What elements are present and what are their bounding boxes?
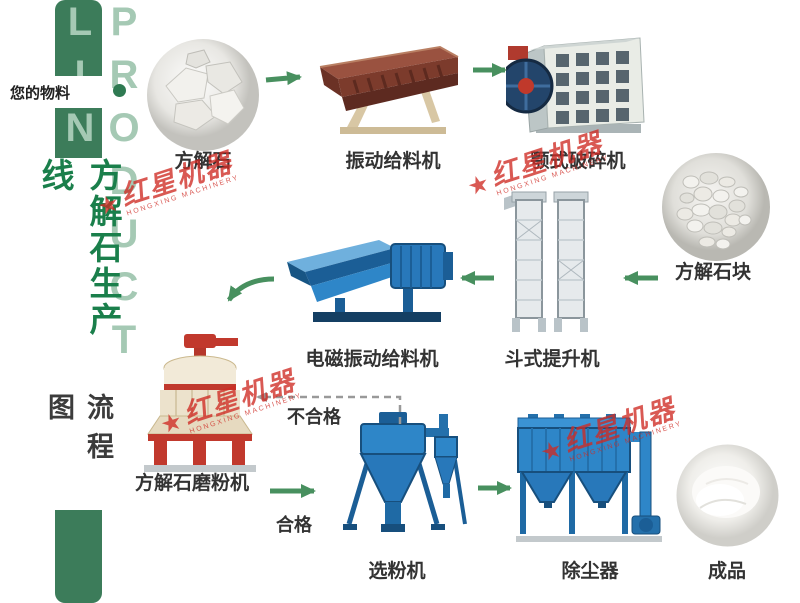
calcite-photo	[146, 38, 261, 158]
calcite-mill-label: 方解石磨粉机	[134, 473, 249, 494]
vibrating-feeder-image	[319, 45, 459, 134]
star-icon: ★	[464, 169, 493, 202]
page-subtitle: 流程图	[44, 393, 113, 472]
calcite-lumps-photo	[661, 152, 771, 267]
crusher-motor	[508, 46, 528, 60]
vibrating-feeder-machine	[312, 33, 470, 142]
bucket-elevator-image	[504, 191, 589, 332]
jaw-crusher-machine	[498, 24, 651, 147]
page-title: 方解石生产线	[37, 158, 122, 338]
finished-product-label: 成品	[707, 561, 746, 582]
arrow-calcite-to-feeder	[265, 71, 302, 86]
calcite-rocks-image	[147, 39, 259, 151]
calcite-mill-machine	[138, 332, 263, 479]
dust-collector-label: 除尘器	[561, 561, 619, 582]
calcite-lumps-image	[662, 153, 770, 261]
jaw-crusher-label: 颚式破碎机	[530, 151, 626, 172]
em-vibrating-feeder-image	[287, 240, 453, 322]
finished-product-photo	[676, 444, 779, 552]
material-dot-icon	[113, 84, 126, 97]
material-label: 您的物料	[10, 84, 71, 102]
calcite-lumps-label: 方解石块	[674, 262, 751, 283]
em-vibrating-feeder-label: 电磁振动给料机	[305, 349, 439, 370]
vibrating-feeder-label: 振动给料机	[345, 151, 441, 172]
material-band: 您的物料	[0, 76, 112, 108]
powder-separator-label: 选粉机	[368, 561, 426, 582]
side-titles: 方解石生产线 流程图	[37, 158, 122, 510]
unqualified-label: 不合格	[287, 407, 341, 427]
em-vibrating-feeder-machine	[283, 228, 463, 339]
powder-separator-image	[343, 412, 467, 532]
finished-product-image	[676, 444, 779, 547]
bucket-elevator-machine	[500, 190, 600, 343]
powder-separator-machine	[335, 412, 475, 554]
dust-collector-image	[516, 414, 662, 542]
flywheel-icon	[498, 58, 554, 114]
calcite-label: 方解石	[174, 151, 232, 172]
calcite-mill-image	[144, 334, 256, 472]
qualified-label: 合格	[276, 515, 312, 535]
bucket-elevator-label: 斗式提升机	[504, 349, 600, 370]
jaw-crusher-image	[498, 37, 645, 133]
arrow-em-feeder-to-mill	[226, 276, 275, 302]
dust-collector-machine	[514, 414, 664, 553]
